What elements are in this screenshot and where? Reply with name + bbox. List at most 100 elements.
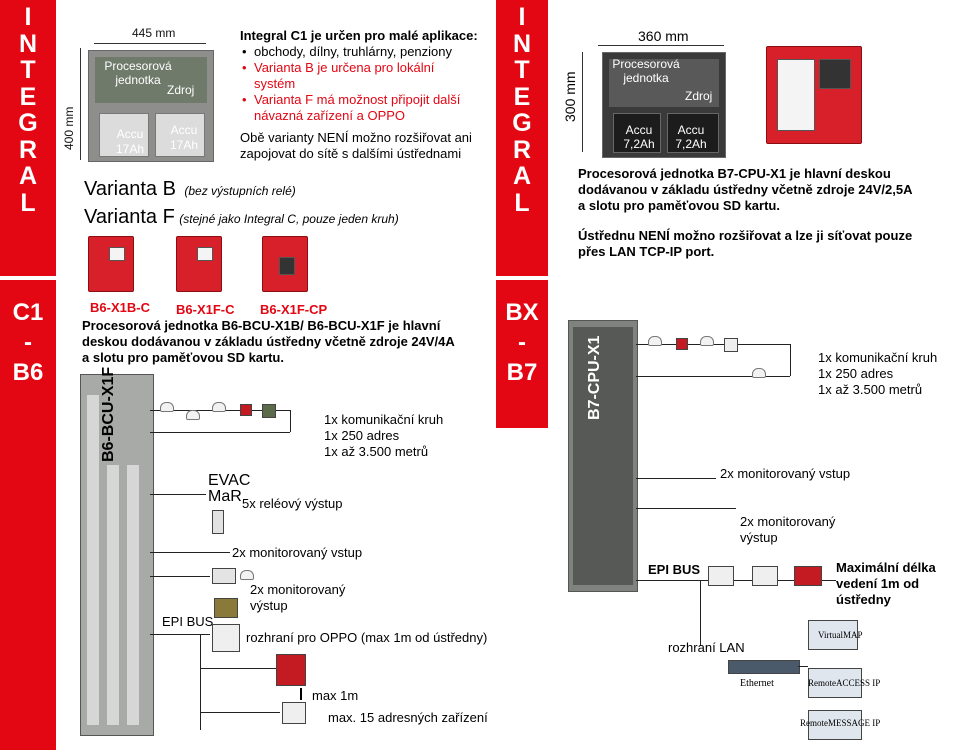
b7-mon-in-line <box>636 478 716 479</box>
b7-height-dimension: 300 mm <box>562 71 578 122</box>
b7-width-dimension: 360 mm <box>638 28 689 44</box>
left-letter: I <box>24 3 32 31</box>
loop-line-return <box>150 432 290 433</box>
section-dash: - <box>518 329 526 356</box>
oppo-interface-device <box>212 624 240 652</box>
lan-interface-label: rozhraní LAN <box>668 640 745 655</box>
detector-device <box>648 336 662 346</box>
loop-info-line: 1x komunikační kruh <box>818 350 938 365</box>
mid-integral-bar: I N T E G R A L <box>496 0 548 276</box>
b6-description: Procesorová jednotka B6-BCU-X1B/ B6-BCU-… <box>82 318 455 365</box>
bullet-item: obchody, dílny, truhlárny, penziony <box>242 44 476 60</box>
relay-line <box>150 494 206 495</box>
b7-cpu-board <box>568 320 638 592</box>
laptop-virtualmap <box>808 620 858 650</box>
virtualmap-label: VirtualMAP <box>818 630 863 640</box>
loop-info-line: 1x 250 adres <box>818 366 894 381</box>
module-device <box>262 404 276 418</box>
addressable-device <box>282 702 306 724</box>
mar-label: MaR <box>208 488 242 505</box>
photo-label-accu1: Accu 7,2Ah <box>623 123 655 151</box>
section-code: C1 <box>12 299 44 326</box>
section-dash: - <box>24 329 32 356</box>
height-dimension: 400 mm <box>62 106 76 150</box>
b7-description: Procesorová jednotka B7-CPU-X1 je hlavní… <box>578 166 913 213</box>
oppo-interface-label: rozhraní pro OPPO (max 1m od ústředny) <box>246 630 488 645</box>
model-b6-x1f-cp: B6-X1F-CP <box>260 302 328 317</box>
panel-b6-x1f-cp <box>262 236 308 292</box>
b7-board <box>609 59 719 107</box>
relay-output-label: 5x reléový výstup <box>242 496 343 511</box>
remotemessage-label: RemoteMESSAGE IP <box>800 718 881 728</box>
left-section-bar: C1 - B6 <box>0 280 56 750</box>
section-code: B6 <box>12 359 44 386</box>
section-code: BX <box>505 299 539 326</box>
call-point-device <box>240 404 252 416</box>
left-letter: N <box>18 29 38 58</box>
epi-line <box>150 634 210 635</box>
mid-letter: E <box>513 82 531 111</box>
monitored-input-label: 2x monitorovaný vstup <box>232 545 363 560</box>
beacon-device <box>240 570 254 580</box>
lan-link <box>798 666 808 667</box>
detector-device <box>700 336 714 346</box>
b7-max-length-label: Maximální délka vedení 1m od ústředny <box>836 560 936 607</box>
photo-label-accu1: Accu 17Ah <box>115 127 145 156</box>
b7-epi-bus-label: EPI BUS <box>648 562 701 577</box>
epi-device <box>752 566 778 586</box>
addressable-line <box>200 712 280 713</box>
remoteaccess-label: RemoteACCESS IP <box>808 678 881 688</box>
b7-loop-return <box>636 376 790 377</box>
b7-monitored-input-label: 2x monitorovaný vstup <box>720 466 851 481</box>
left-letter: R <box>18 135 38 164</box>
detector-device <box>752 368 766 378</box>
c1-network-note: Obě varianty NENÍ možno rozšiřovat ani z… <box>240 130 472 161</box>
model-b6-x1b-c: B6-X1B-C <box>90 300 150 315</box>
photo-label-unit: Procesorová jednotka <box>104 59 172 87</box>
b7-height-line <box>582 52 583 152</box>
panel-b6-x1b-c <box>88 236 134 292</box>
variant-b-title: Varianta B <box>84 178 176 200</box>
mid-section-bar: BX - B7 <box>496 280 548 428</box>
left-integral-bar: I N T E G R A L <box>0 0 56 276</box>
loop-line-side <box>290 410 291 432</box>
left-letter: G <box>18 109 38 137</box>
left-letter: T <box>20 56 36 84</box>
detector-device <box>212 402 226 412</box>
epi-trunk-line <box>200 634 201 730</box>
loop-info-line: 1x až 3.500 metrů <box>324 444 429 459</box>
b7-monitored-output-label: 2x monitorovaný výstup <box>740 514 836 545</box>
ethernet-switch <box>728 660 800 674</box>
repeater-line <box>200 668 276 669</box>
b6-bcu-board <box>80 374 154 736</box>
cabinet-board <box>95 57 207 103</box>
module-device <box>724 338 738 352</box>
b6-epi-bus-label: EPI BUS <box>162 614 214 629</box>
width-dimension: 445 mm <box>132 26 176 40</box>
siren-device <box>212 510 224 534</box>
battery-right <box>155 113 205 157</box>
mon-output-line <box>150 576 210 577</box>
b7-battery-right <box>667 113 719 153</box>
b7-loop-side <box>790 344 791 376</box>
mid-letter: T <box>514 56 530 84</box>
panel-b6-x1f-c <box>176 236 222 292</box>
b7-loop-info: 1x komunikační kruh 1x 250 adres 1x až 3… <box>818 350 937 398</box>
b6-board-label: B6-BCU-X1F <box>100 366 117 462</box>
variant-b-subtitle: (bez výstupních relé) <box>184 184 296 198</box>
mid-letter: N <box>512 29 532 58</box>
epi-panel-device <box>794 566 822 586</box>
mon-input-line <box>150 552 230 553</box>
evac-label: EVAC <box>208 472 251 489</box>
loop-info-line: 1x až 3.500 metrů <box>818 382 923 397</box>
variant-f-title: Varianta F <box>84 206 175 228</box>
b7-red-panel <box>766 46 862 144</box>
laptop-remoteaccess <box>808 668 862 698</box>
laptop-remotemessage <box>808 710 862 740</box>
variant-f-heading: Varianta F (stejné jako Integral C, pouz… <box>84 206 399 229</box>
ethernet-label: Ethernet <box>740 678 774 689</box>
epi-device <box>708 566 734 586</box>
left-letter: A <box>18 162 38 190</box>
left-letter: E <box>19 82 37 111</box>
b7-epi-line <box>636 580 836 581</box>
